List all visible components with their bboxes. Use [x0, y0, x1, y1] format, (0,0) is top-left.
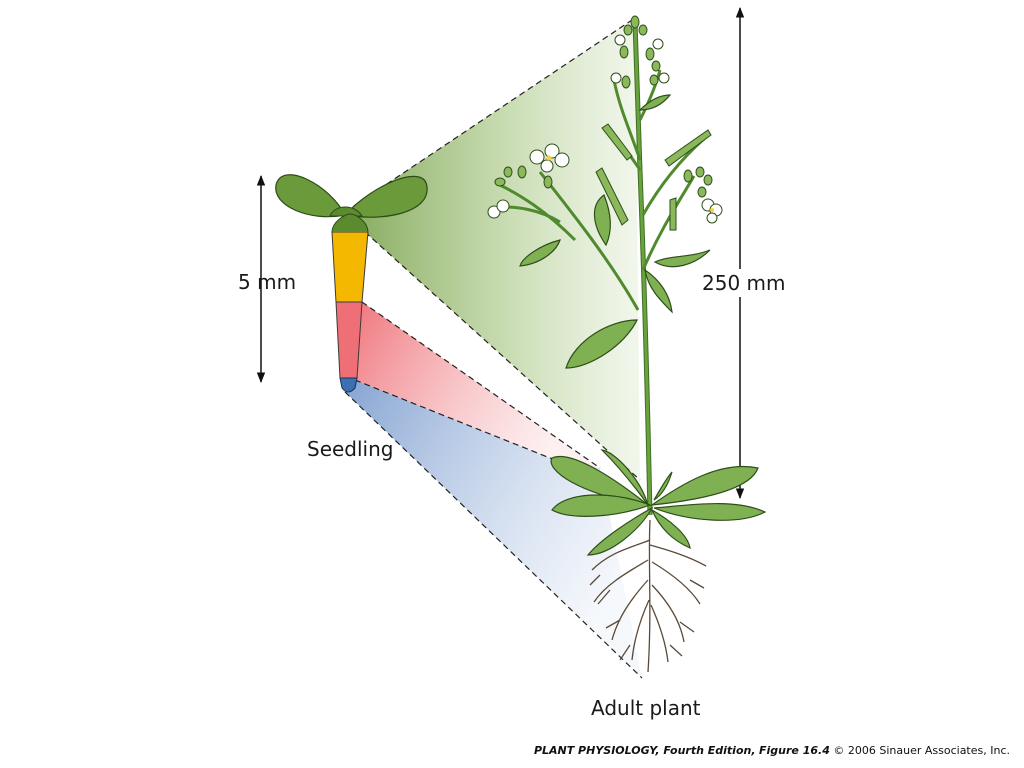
projection-lines: [344, 17, 643, 679]
root-system: [589, 519, 707, 673]
stem-leaves: [519, 94, 711, 369]
caption-copyright: © 2006 Sinauer Associates, Inc.: [833, 744, 1010, 757]
hypocotyl: [331, 231, 369, 303]
seedling-root: [335, 301, 363, 379]
adult-plant: [487, 15, 767, 673]
root-projection: [355, 302, 600, 468]
cotyledon-left: [275, 174, 346, 218]
root-tip: [339, 377, 358, 393]
rosette: [550, 449, 767, 556]
caption-book: PLANT PHYSIOLOGY, Fourth Edition,: [533, 744, 756, 757]
caption-figure: Figure 16.4: [759, 744, 830, 757]
shoot-projection: [345, 18, 640, 480]
seedling-height-label: 5 mm: [238, 270, 297, 294]
adult-plant-label: Adult plant: [591, 696, 701, 720]
cotyledon-right: [343, 175, 428, 218]
projection-regions: [345, 18, 642, 678]
flowers: [487, 15, 723, 224]
shoot-apex: [329, 206, 363, 217]
seedling: [275, 174, 428, 393]
root-tip-projection: [345, 380, 642, 678]
adult-height-label: 250 mm: [698, 269, 790, 297]
siliques: [595, 123, 712, 231]
seedling-label: Seedling: [307, 437, 394, 461]
figure-caption: PLANT PHYSIOLOGY, Fourth Edition, Figure…: [534, 744, 1010, 757]
